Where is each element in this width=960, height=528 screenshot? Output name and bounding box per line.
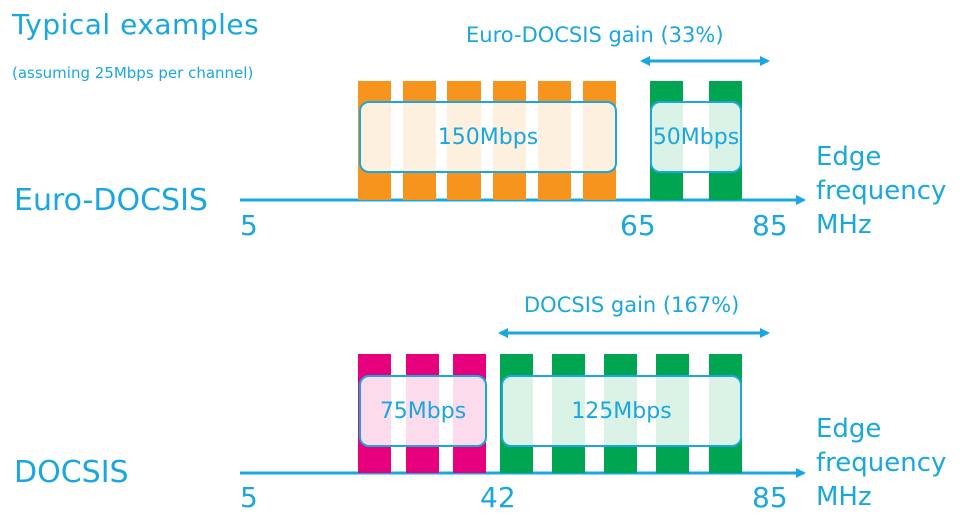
docsis-label: DOCSIS [14, 455, 129, 490]
axis-label-line-1: Edge [816, 414, 882, 444]
euro-docsis-label: Euro-DOCSIS [14, 183, 208, 218]
docsis-gain-label: DOCSIS gain (167%) [524, 293, 740, 317]
docsis-box-125mbps: 125Mbps [501, 375, 742, 447]
axis-label-line-2: frequency [816, 448, 947, 478]
axis-label-line-1: Edge [816, 142, 882, 172]
page-title: Typical examples [12, 8, 260, 41]
page-subtitle: (assuming 25Mbps per channel) [12, 64, 254, 82]
euro-tick-85: 85 [752, 209, 788, 242]
docsis-tick-5: 5 [240, 481, 258, 514]
docsis-tick-42: 42 [480, 481, 516, 514]
axis-label-line-2: frequency [816, 176, 947, 206]
euro-box-150mbps: 150Mbps [359, 101, 617, 173]
euro-gain-label: Euro-DOCSIS gain (33%) [466, 23, 724, 47]
axis-label-line-3: MHz [816, 210, 872, 240]
docsis-axis-unit-label: Edge frequency MHz [816, 412, 946, 514]
docsis-tick-85: 85 [752, 481, 788, 514]
docsis-box-75mbps: 75Mbps [359, 375, 487, 447]
euro-tick-65: 65 [620, 209, 656, 242]
euro-tick-5: 5 [240, 209, 258, 242]
axis-label-line-3: MHz [816, 482, 872, 512]
euro-box-50mbps: 50Mbps [650, 101, 742, 173]
euro-axis-unit-label: Edge frequency MHz [816, 140, 946, 242]
